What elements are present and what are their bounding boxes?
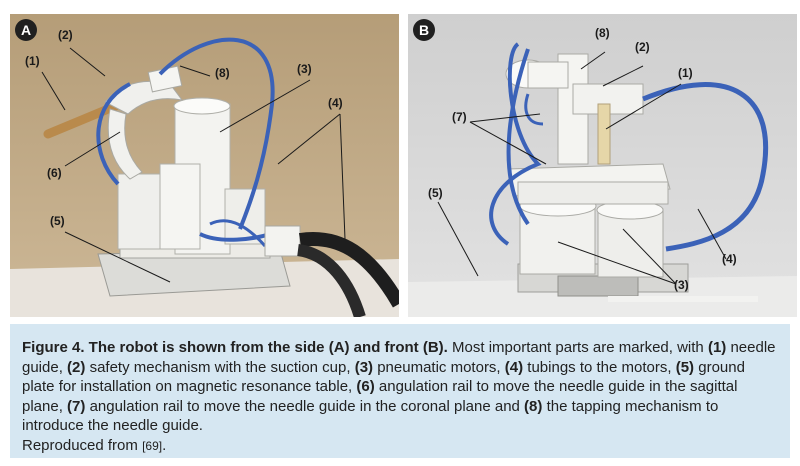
caption-title: Figure 4. The robot is shown from the si…	[22, 339, 448, 356]
reproduced-from: Reproduced from	[22, 436, 138, 454]
part-text-3: pneumatic motors,	[377, 358, 501, 376]
part-num-4: (4)	[504, 358, 524, 376]
part-num-3: (3)	[354, 358, 374, 376]
callout-2: (2)	[58, 28, 73, 42]
figure-panel-a: A (1) (2) (3) (4) (5) (6) (8)	[10, 14, 399, 317]
part-text-6: angulation rail to move the needle guide…	[22, 378, 738, 415]
part-text-4: tubings to the motors,	[527, 358, 672, 376]
part-text-7: angulation rail to move the needle guide…	[89, 397, 520, 415]
part-num-1: (1)	[707, 339, 727, 356]
figure-caption: Figure 4. The robot is shown from the si…	[10, 324, 790, 458]
callout-5: (5)	[428, 186, 443, 200]
callout-5: (5)	[50, 214, 65, 228]
callout-8: (8)	[595, 26, 610, 40]
caption-end: .	[162, 436, 167, 454]
part-num-5: (5)	[675, 358, 695, 376]
callout-4: (4)	[328, 96, 343, 110]
callout-6: (6)	[47, 166, 62, 180]
callout-1: (1)	[678, 66, 693, 80]
callout-7: (7)	[452, 110, 467, 124]
part-text-8: the tapping mechanism to introduce the n…	[22, 397, 719, 435]
part-num-6: (6)	[356, 378, 375, 395]
figure-panel-b: B (1) (2) (3) (4) (5) (7) (8)	[408, 14, 797, 317]
reference-link[interactable]: [69]	[142, 438, 163, 453]
panel-label-a: A	[15, 19, 37, 41]
part-num-8: (8)	[524, 397, 543, 415]
part-num-7: (7)	[67, 397, 86, 415]
panel-label-b: B	[413, 19, 435, 41]
part-num-2: (2)	[67, 358, 86, 376]
callout-2: (2)	[635, 40, 650, 54]
callout-3: (3)	[674, 278, 689, 292]
part-text-5: ground plate for installation on magneti…	[22, 358, 745, 396]
part-text-2: safety mechanism with the suction cup,	[89, 358, 351, 376]
part-text-1: needle guide,	[22, 339, 776, 376]
robot-side-photo	[10, 14, 399, 317]
caption-intro: Most important parts are marked, with	[452, 339, 704, 356]
callout-4: (4)	[722, 252, 737, 266]
callout-1: (1)	[25, 54, 40, 68]
robot-front-photo	[408, 14, 797, 317]
callout-3: (3)	[297, 62, 312, 76]
callout-8: (8)	[215, 66, 230, 80]
